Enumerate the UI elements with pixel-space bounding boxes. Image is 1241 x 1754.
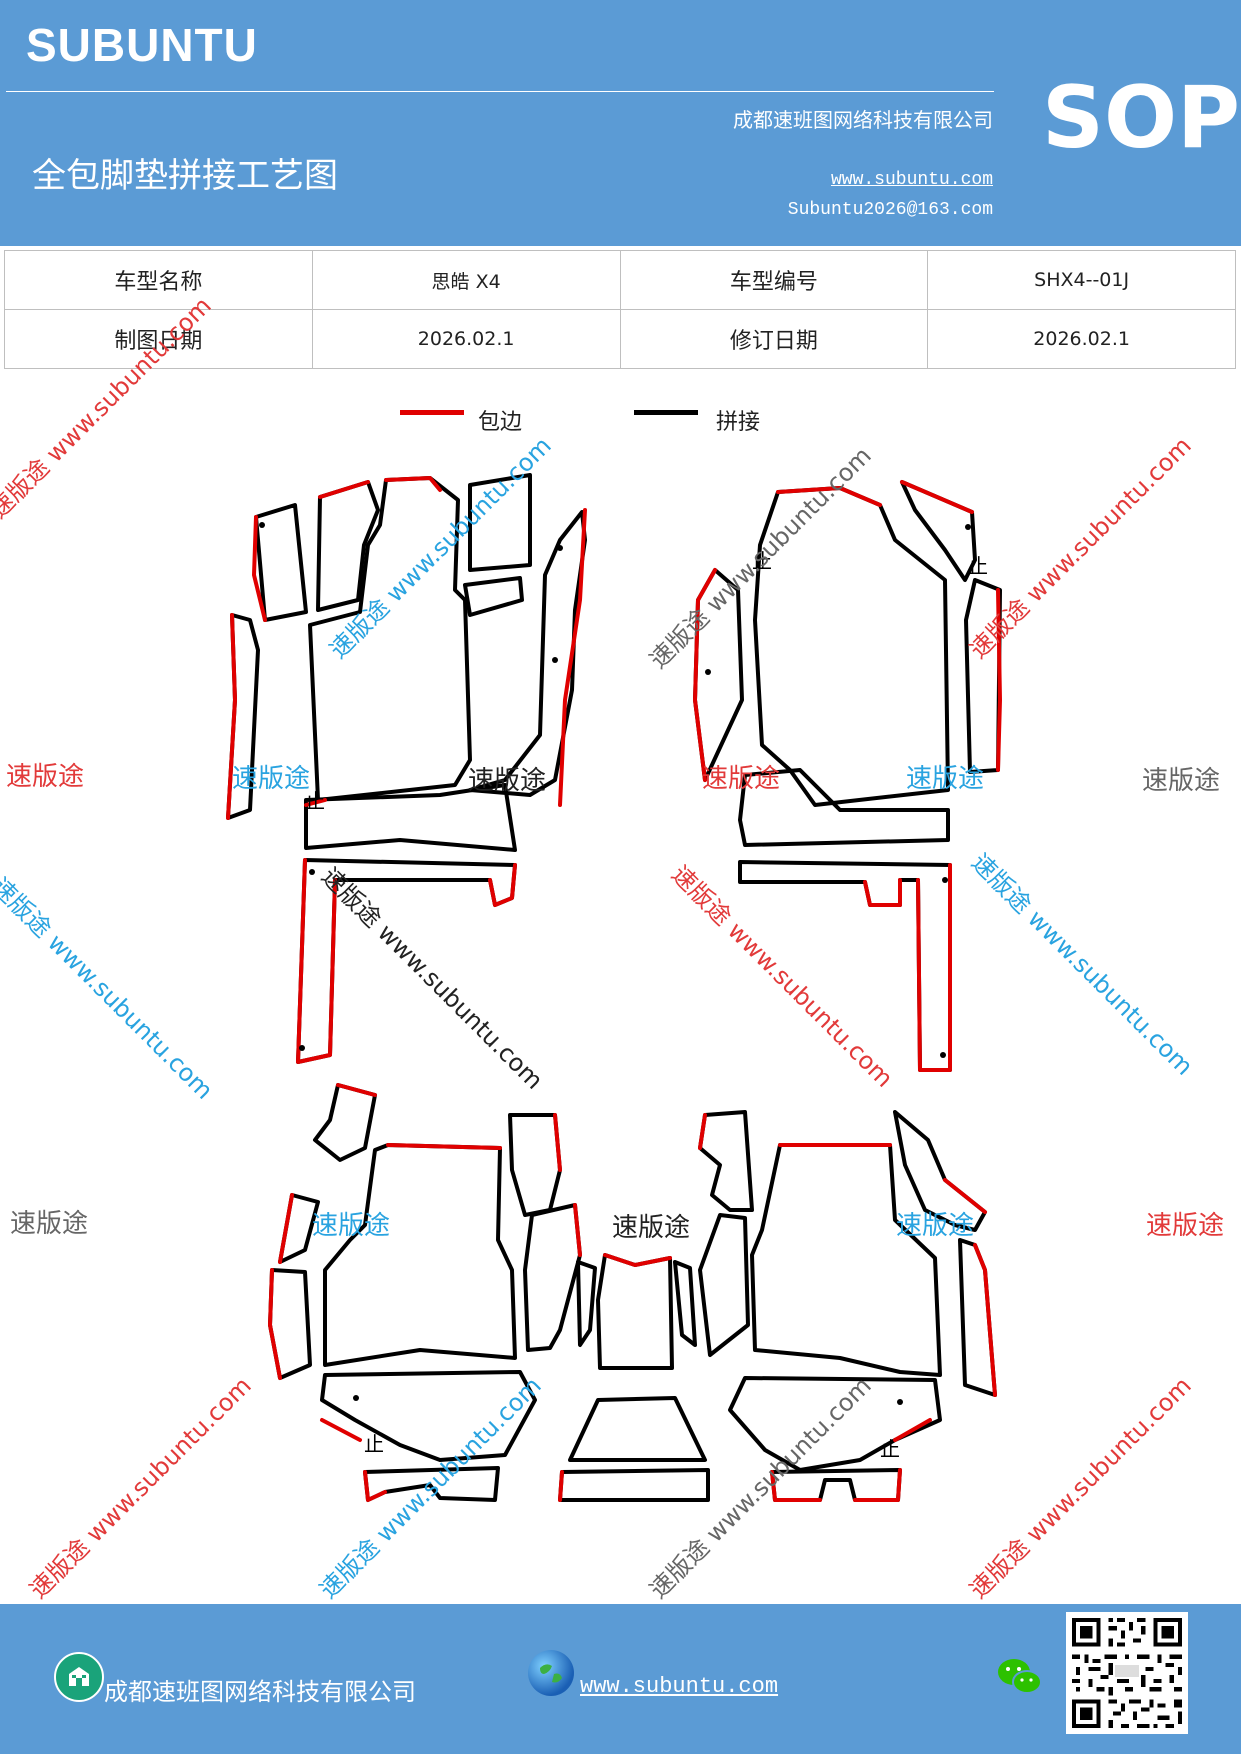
mat-piece [673, 1260, 697, 1347]
mat-piece [964, 578, 1002, 774]
legend-black: 拼接 [634, 398, 774, 438]
upper-right-group [693, 480, 1002, 1072]
draw-date-label: 制图日期 [4, 309, 313, 369]
mat-piece [254, 503, 308, 622]
upper-left-group [226, 473, 587, 1064]
legend-black-label: 拼接 [716, 410, 761, 435]
watermark: 速版途 [468, 766, 547, 796]
mat-piece [738, 768, 950, 847]
page-title: 全包脚垫拼接工艺图 [32, 156, 338, 196]
table-row: 制图日期 2026.02.1 修订日期 2026.02.1 [4, 309, 1236, 369]
table-row: 车型名称 思皓 X4 车型编号 SHX4--01J [4, 250, 1236, 310]
mat-piece [320, 1370, 537, 1462]
mat-piece [576, 1260, 597, 1347]
watermark: 速版途 [612, 1213, 691, 1243]
stop-mark: 止 [364, 1432, 384, 1456]
model-code-label: 车型编号 [619, 250, 929, 310]
wechat-icon[interactable] [996, 1656, 1044, 1698]
header-divider [6, 91, 994, 92]
mat-piece [508, 1113, 562, 1217]
qr-code [1066, 1612, 1188, 1734]
mat-piece [698, 1110, 754, 1212]
building-icon [54, 1652, 104, 1702]
watermark: 速版途 [896, 1211, 975, 1241]
sop-label: SOP [1042, 68, 1241, 168]
watermark: 速版途 [10, 1209, 89, 1239]
header-website-link[interactable]: www.subuntu.com [830, 170, 993, 190]
header-banner: SUBUNTU 成都速班图网络科技有限公司 全包脚垫拼接工艺图 www.subu… [0, 0, 1241, 246]
mat-piece [893, 1110, 987, 1232]
watermark: 速版途 [906, 764, 985, 794]
header-email: Subuntu2026@163.com [787, 200, 993, 220]
lower-right-group [698, 1110, 997, 1502]
legend-red-swatch [400, 410, 464, 415]
mat-piece [468, 473, 532, 572]
revise-date-label: 修订日期 [619, 309, 929, 369]
watermark: 速版途 [232, 764, 311, 794]
stop-mark: 止 [305, 789, 325, 813]
mat-piece [728, 1376, 942, 1472]
model-code-value: SHX4--01J [927, 250, 1236, 310]
mat-piece [463, 576, 524, 617]
revise-date-value: 2026.02.1 [927, 309, 1236, 369]
brand-logo: SUBUNTU [26, 19, 258, 71]
legend-red-label: 包边 [478, 410, 523, 435]
watermark: 速版途 [702, 764, 781, 794]
mat-piece [568, 1396, 707, 1462]
header-company: 成都速班图网络科技有限公司 [733, 108, 993, 132]
stop-mark: 止 [968, 554, 988, 578]
lower-middle-group [558, 1253, 710, 1502]
stop-mark: 止 [752, 549, 772, 573]
footer-banner: 成都速班图网络科技有限公司 www.subuntu.com [0, 1604, 1241, 1754]
watermark: 速版途 [6, 762, 85, 792]
watermark: 速版途 [1146, 1211, 1225, 1241]
mat-piece [558, 1468, 710, 1502]
mat-piece [304, 783, 517, 852]
footer-website-link[interactable]: www.subuntu.com [580, 1674, 779, 1699]
legend-red: 包边 [400, 398, 540, 438]
footer-company: 成都速班图网络科技有限公司 [104, 1678, 416, 1706]
mat-piece [308, 476, 472, 802]
watermark: 速版途 [1142, 766, 1221, 796]
mat-piece [468, 510, 587, 797]
mat-piece [323, 1143, 517, 1367]
globe-icon [528, 1650, 574, 1696]
model-name-label: 车型名称 [4, 250, 313, 310]
mat-piece [313, 1083, 377, 1162]
mat-piece [596, 1253, 674, 1370]
legend-black-swatch [634, 410, 698, 415]
mat-piece [698, 1213, 750, 1357]
mat-piece [523, 1203, 582, 1352]
watermark: 速版途 [312, 1211, 391, 1241]
model-name-value: 思皓 X4 [311, 250, 621, 310]
lower-left-group [268, 1083, 582, 1502]
mat-piece [750, 1143, 942, 1377]
stop-mark: 止 [880, 1437, 900, 1461]
info-table: 车型名称 思皓 X4 车型编号 SHX4--01J 制图日期 2026.02.1… [4, 250, 1236, 369]
draw-date-value: 2026.02.1 [311, 309, 621, 369]
